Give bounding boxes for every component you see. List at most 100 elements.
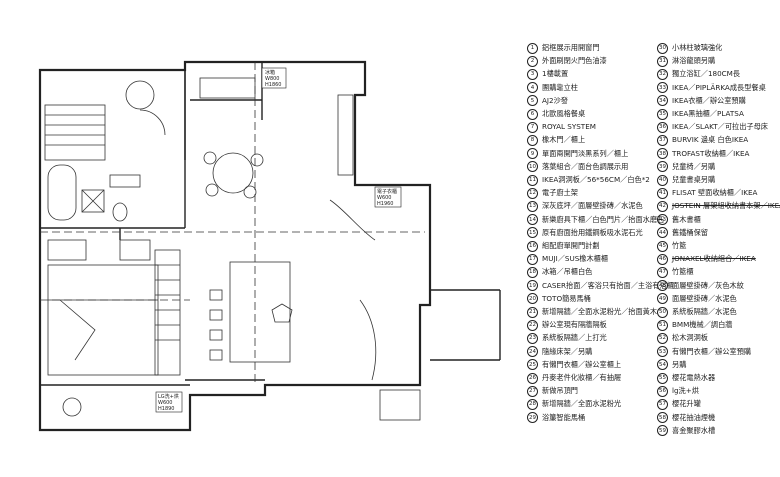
legend-number: 25	[527, 359, 538, 371]
laundry-tag: LG洗+烘 W600 H1890	[155, 391, 183, 413]
legend-text: 電子廚土架	[542, 188, 578, 198]
dining-table	[212, 152, 254, 194]
legend-text: lg洗+烘	[672, 386, 699, 396]
legend-number: 33	[657, 82, 668, 94]
legend-number: 7	[527, 121, 538, 133]
curve-wall	[359, 299, 377, 381]
legend-number: 31	[657, 55, 668, 67]
bathtub	[47, 164, 77, 221]
legend-number: 12	[527, 187, 538, 199]
legend-text: 松木洞洞板	[672, 333, 708, 343]
legend-item: 49 面層壁掛磚／水泥色	[657, 293, 737, 305]
legend-text: 另購	[672, 359, 687, 369]
legend-number: 37	[657, 134, 668, 146]
legend-item: 10 落葉組合／面台色調展示用	[527, 161, 628, 173]
legend-number: 39	[657, 161, 668, 173]
exterior-walls	[38, 60, 432, 432]
legend-number: 10	[527, 161, 538, 173]
legend-number: 2	[527, 55, 538, 67]
legend-text: BURVIK 邊桌 白色IKEA	[672, 135, 749, 145]
curve-line	[329, 199, 376, 241]
fridge-tag-line1: 冰箱	[265, 69, 275, 76]
legend-number: 9	[527, 148, 538, 160]
legend-text: TROFAST收納櫃／IKEA	[672, 148, 750, 158]
legend-text: 獨立浴缸／180CM長	[672, 69, 741, 79]
legend-number: 15	[527, 227, 538, 239]
legend-text: 外面刷閉火門色油漆	[542, 56, 607, 66]
door-swing	[139, 109, 166, 136]
legend-number: 24	[527, 346, 538, 358]
legend-number: 6	[527, 108, 538, 120]
legend-number: 26	[527, 372, 538, 384]
legend-number: 41	[657, 187, 668, 199]
legend-text: 系統板隔牆／上打光	[542, 333, 607, 343]
legend-number: 34	[657, 95, 668, 107]
legend-number: 49	[657, 293, 668, 305]
legend-text: 有懶門衣櫃／辦公室櫃上	[542, 359, 622, 369]
legend-number: 19	[527, 280, 538, 292]
dresser	[119, 239, 151, 261]
washer-tag-line1: 電子衣櫃	[377, 188, 397, 195]
legend-number: 5	[527, 95, 538, 107]
legend-text: MUJI／SUS橡木櫃櫃	[542, 254, 609, 264]
legend-number: 11	[527, 174, 538, 186]
legend-number: 22	[527, 319, 538, 331]
legend-item: 37 BURVIK 邊桌 白色IKEA	[657, 134, 748, 146]
cabinet	[199, 77, 256, 99]
outer-wall	[38, 60, 432, 432]
legend-number: 44	[657, 227, 668, 239]
legend-number: 46	[657, 253, 668, 265]
legend-item: 34 IKEA衣櫃／辦公室預購	[657, 95, 746, 107]
legend-number: 30	[657, 42, 668, 54]
legend-text: 落葉組合／面台色調展示用	[542, 161, 629, 171]
legend-number: 3	[527, 68, 538, 80]
tree-plant	[125, 80, 155, 110]
legend-text: 新做吊頂門	[542, 386, 578, 396]
kitchen-island	[229, 261, 291, 363]
legend-text: TOTO簡易馬桶	[542, 293, 591, 303]
legend-number: 23	[527, 332, 538, 344]
legend-text: 北歐風格餐桌	[542, 109, 586, 118]
legend-number: 18	[527, 266, 538, 278]
legend-number: 28	[527, 398, 538, 410]
legend-text: 新增隔牆／全面水泥粉光	[542, 399, 622, 409]
legend-text: IKEA衣櫃／辦公室預購	[672, 95, 746, 105]
legend-text: 面層壁掛磚／灰色木紋	[672, 280, 744, 290]
laundry-tag-line1: LG洗+烘	[158, 393, 179, 400]
legend-number: 50	[657, 306, 668, 318]
legend-text: 深灰底坪／面層壁掛磚／水泥色	[542, 201, 643, 211]
legend-text: 竹籃	[672, 241, 687, 250]
legend-text: 面層壁掛磚／水泥色	[672, 293, 737, 303]
legend-number: 56	[657, 385, 668, 397]
legend-text: CASER抬面／客浴只有抬面／主浴有浴櫃	[542, 280, 674, 290]
legend-text: 兒童椅／另購	[672, 161, 716, 171]
wardrobe	[154, 249, 181, 376]
legend-text: 1樓載置	[542, 69, 569, 79]
bed-cover	[59, 299, 96, 361]
vanity	[109, 174, 141, 188]
legend-item: 23 系統板隔牆／上打光	[527, 332, 607, 344]
